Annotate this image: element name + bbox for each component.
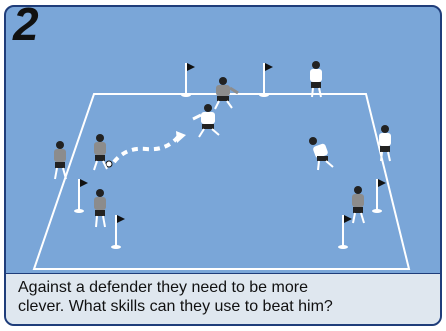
corner-flag-icon	[372, 179, 386, 213]
caption-line-2: clever. What skills can they use to beat…	[18, 298, 333, 315]
corner-flag-icon	[259, 63, 273, 97]
corner-flag-icon	[338, 215, 352, 249]
player-icon	[94, 189, 106, 228]
step-number: 2	[13, 5, 39, 50]
player-icon	[379, 125, 391, 162]
player-icon	[93, 134, 108, 171]
diagram-panel: 2 Against a defender they need to be mor…	[4, 5, 442, 326]
dribble-arrowhead	[176, 131, 186, 143]
dribble-path-icon	[112, 135, 180, 164]
player-icon	[54, 141, 67, 180]
pitch-boundary	[32, 93, 411, 270]
player-icon	[310, 61, 322, 98]
corner-flag-icon	[111, 215, 125, 249]
player-icon	[352, 186, 365, 224]
player-icon	[309, 137, 334, 171]
pitch-svg	[32, 61, 411, 270]
caption-line-1: Against a defender they need to be more	[18, 279, 308, 296]
player-icon	[214, 77, 239, 110]
football-icon	[105, 160, 113, 168]
corner-flag-icon	[181, 63, 195, 97]
pitch-area: 2	[6, 7, 440, 273]
caption-box: Against a defender they need to be more …	[6, 273, 440, 324]
corner-flag-icon	[74, 179, 88, 213]
player-icon	[192, 104, 220, 138]
